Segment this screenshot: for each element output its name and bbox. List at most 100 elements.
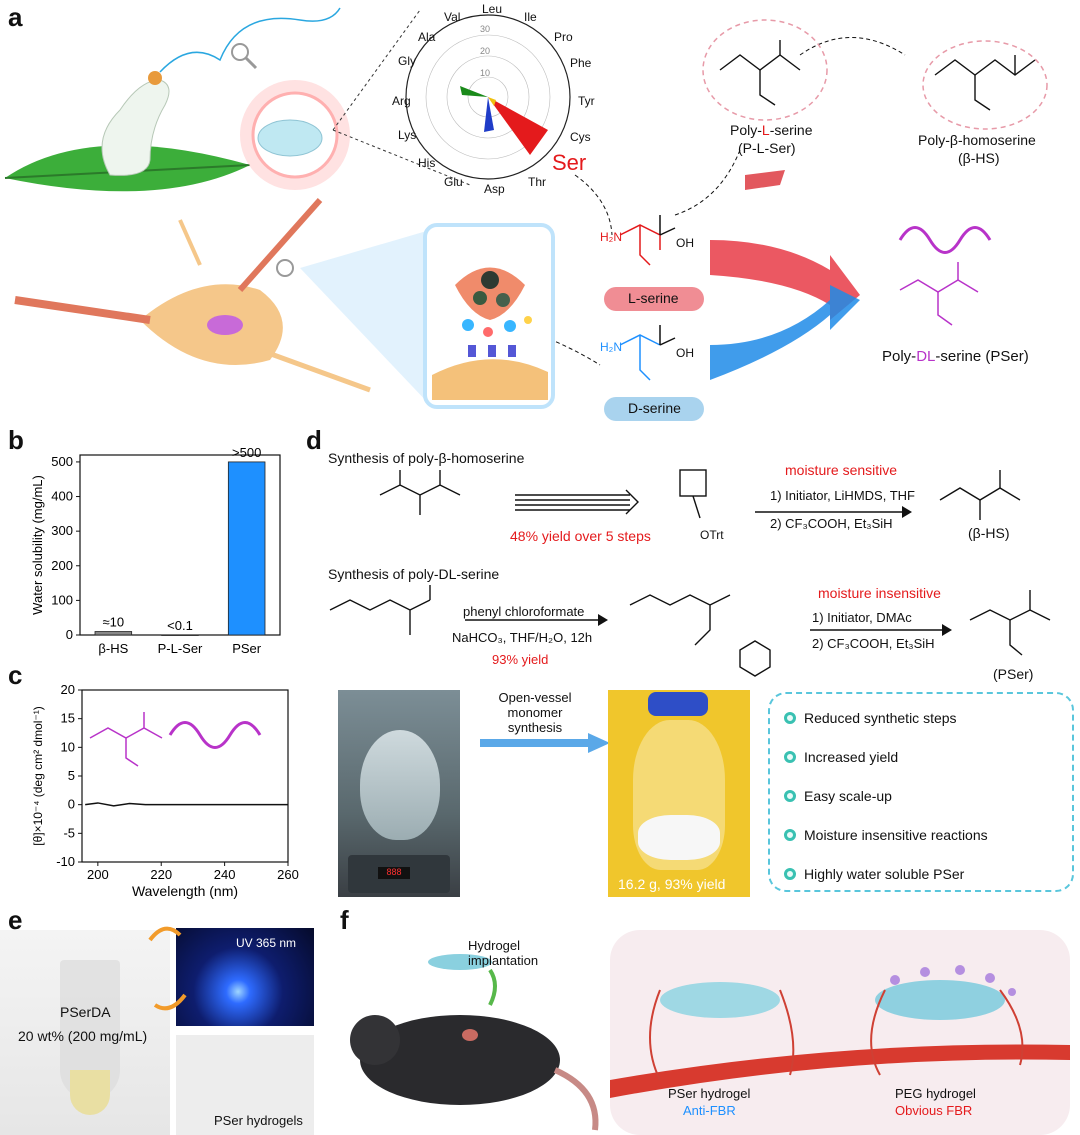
bar-0 [94,631,133,636]
bar-value-label: >500 [232,445,261,460]
random-coil-icon [898,226,992,254]
panel-label-f: f [340,905,349,935]
radar-label-gly: Gly [398,54,416,68]
inset-random-coil [168,721,262,749]
uv-label: UV 365 nm [236,936,297,950]
ser-label: Ser [552,150,587,175]
y-tick-label: 0 [68,797,75,812]
x-tick-label: PSer [232,641,262,656]
y-tick-label: -10 [56,854,75,869]
radar-ring-30: 30 [480,24,491,34]
x-tick-label: P-L-Ser [158,641,203,656]
radar-label-leu: Leu [482,2,503,16]
d-serine-h2n: H₂N [600,340,622,354]
moisture-insensitive-label: moisture insensitive [818,585,941,601]
neuron-icon [14,198,371,393]
tube-photo [0,930,170,1135]
cd-chart-frame [81,689,289,863]
obvious-fbr-label: Obvious FBR [895,1103,973,1118]
d-serine-oh: OH [676,346,694,360]
red-arrow [710,240,860,320]
pser-hydrogel-label: PSer hydrogel [668,1086,751,1101]
process-arrows [148,926,187,1011]
l-serine-badge [604,287,704,311]
y-tick-label: 100 [51,592,73,607]
bar-1 [161,634,199,636]
x-tick-label: β-HS [98,641,128,656]
radar-slice-gly [460,86,488,97]
check-circle-icon [784,711,796,724]
y-axis-label: Water solubility (mg/mL) [30,475,45,615]
flask-photo: 888 [338,690,460,897]
yield-five-steps: 48% yield over 5 steps [510,528,651,544]
y-tick-label: -5 [63,825,75,840]
amino-acid-radar-chart [405,14,571,180]
y-tick-label: 20 [61,682,75,697]
otrt-label: OTrt [700,528,724,542]
check-circle-icon [784,789,796,802]
panel-label-e: e [8,905,23,935]
y-tick-label: 5 [68,768,75,783]
bar-value-label: ≈10 [103,615,125,630]
y-tick-label: 200 [51,558,73,573]
synthesis-schemes [329,469,1051,677]
cd-series-line [85,802,288,807]
y-tick-label: 300 [51,523,73,538]
hydrogels-photo [176,1035,314,1135]
silkworm-icon [101,71,170,176]
hydrogels-label: PSer hydrogels [214,1113,303,1128]
d-serine-badge [604,397,704,421]
anti-fbr-label: Anti-FBR [683,1103,736,1118]
radar-ring-20: 20 [480,46,491,56]
pser-name: Poly-DL-serine (PSer) [882,348,1029,365]
panel-label-a: a [8,2,23,32]
bhs-product-label: (β-HS) [968,525,1010,541]
radar-label-glu: Glu [444,175,463,189]
water-solubility-bar-chart: 0100200300400500≈10β-HS<0.1P-L-Ser>500PS… [30,445,281,656]
y-tick-label: 500 [51,454,73,469]
open-vessel-caption: Open-vessel monomer synthesis [498,690,572,735]
moisture-sensitive-label: moisture sensitive [785,462,898,478]
synthesis-bhs-title: Synthesis of poly-β-homoserine [328,450,525,466]
panel-label-b: b [8,425,24,455]
poly-beta-homoserine-abbr: (β-HS) [958,150,1000,166]
monomer-yield-caption: 16.2 g, 93% yield [618,876,726,892]
radar-label-arg: Arg [392,94,411,108]
radar-label-thr: Thr [528,175,546,189]
check-circle-icon [784,750,796,763]
x-axis-label: Wavelength (nm) [132,883,238,899]
implantation-label: Hydrogel implantation [468,938,539,968]
uv-photo [176,928,314,1026]
poly-l-serine-name: Poly-L-serine [730,122,813,138]
y-tick-label: 400 [51,489,73,504]
x-tick-label: 220 [150,867,172,882]
feature-item: Highly water soluble PSer [784,854,1058,893]
radar-label-asp: Asp [484,182,505,196]
rop2-step2: 2) CF₃COOH, Et₃SiH [812,636,935,651]
radar-slice-ser [488,97,548,155]
green-arrow [488,968,497,1006]
panel-label-d: d [306,425,322,455]
panel-a-illustration [4,7,1048,421]
y-tick-label: 15 [61,711,75,726]
y-tick-label: 10 [61,739,75,754]
radar-label-tyr: Tyr [578,94,595,108]
check-circle-icon [784,828,796,841]
inset-pser-structure [89,712,163,767]
l-serine-label: L-serine [628,290,679,306]
feature-item: Easy scale-up [784,776,1058,815]
blood-vessel [610,1044,1070,1098]
reaction-conditions: NaHCO₃, THF/H₂O, 12h [452,630,593,645]
tube-label-pserda: PSerDA [60,1004,111,1020]
poly-beta-homoserine-name: Poly-β-homoserine [918,132,1036,148]
radar-label-lys: Lys [398,128,417,142]
pser-hydrogel-disc [660,982,780,1018]
y-tick-label: 0 [66,627,73,642]
y-axis-label: [θ]×10⁻⁴ (deg cm² dmol⁻¹) [31,706,45,846]
hydrogel-disc-icon [428,954,492,970]
x-tick-label: 200 [87,867,109,882]
implantation-illustration [350,930,1070,1135]
pser-product-label: (PSer) [993,666,1034,682]
tube-label-concentration: 20 wt% (200 mg/mL) [18,1028,148,1044]
